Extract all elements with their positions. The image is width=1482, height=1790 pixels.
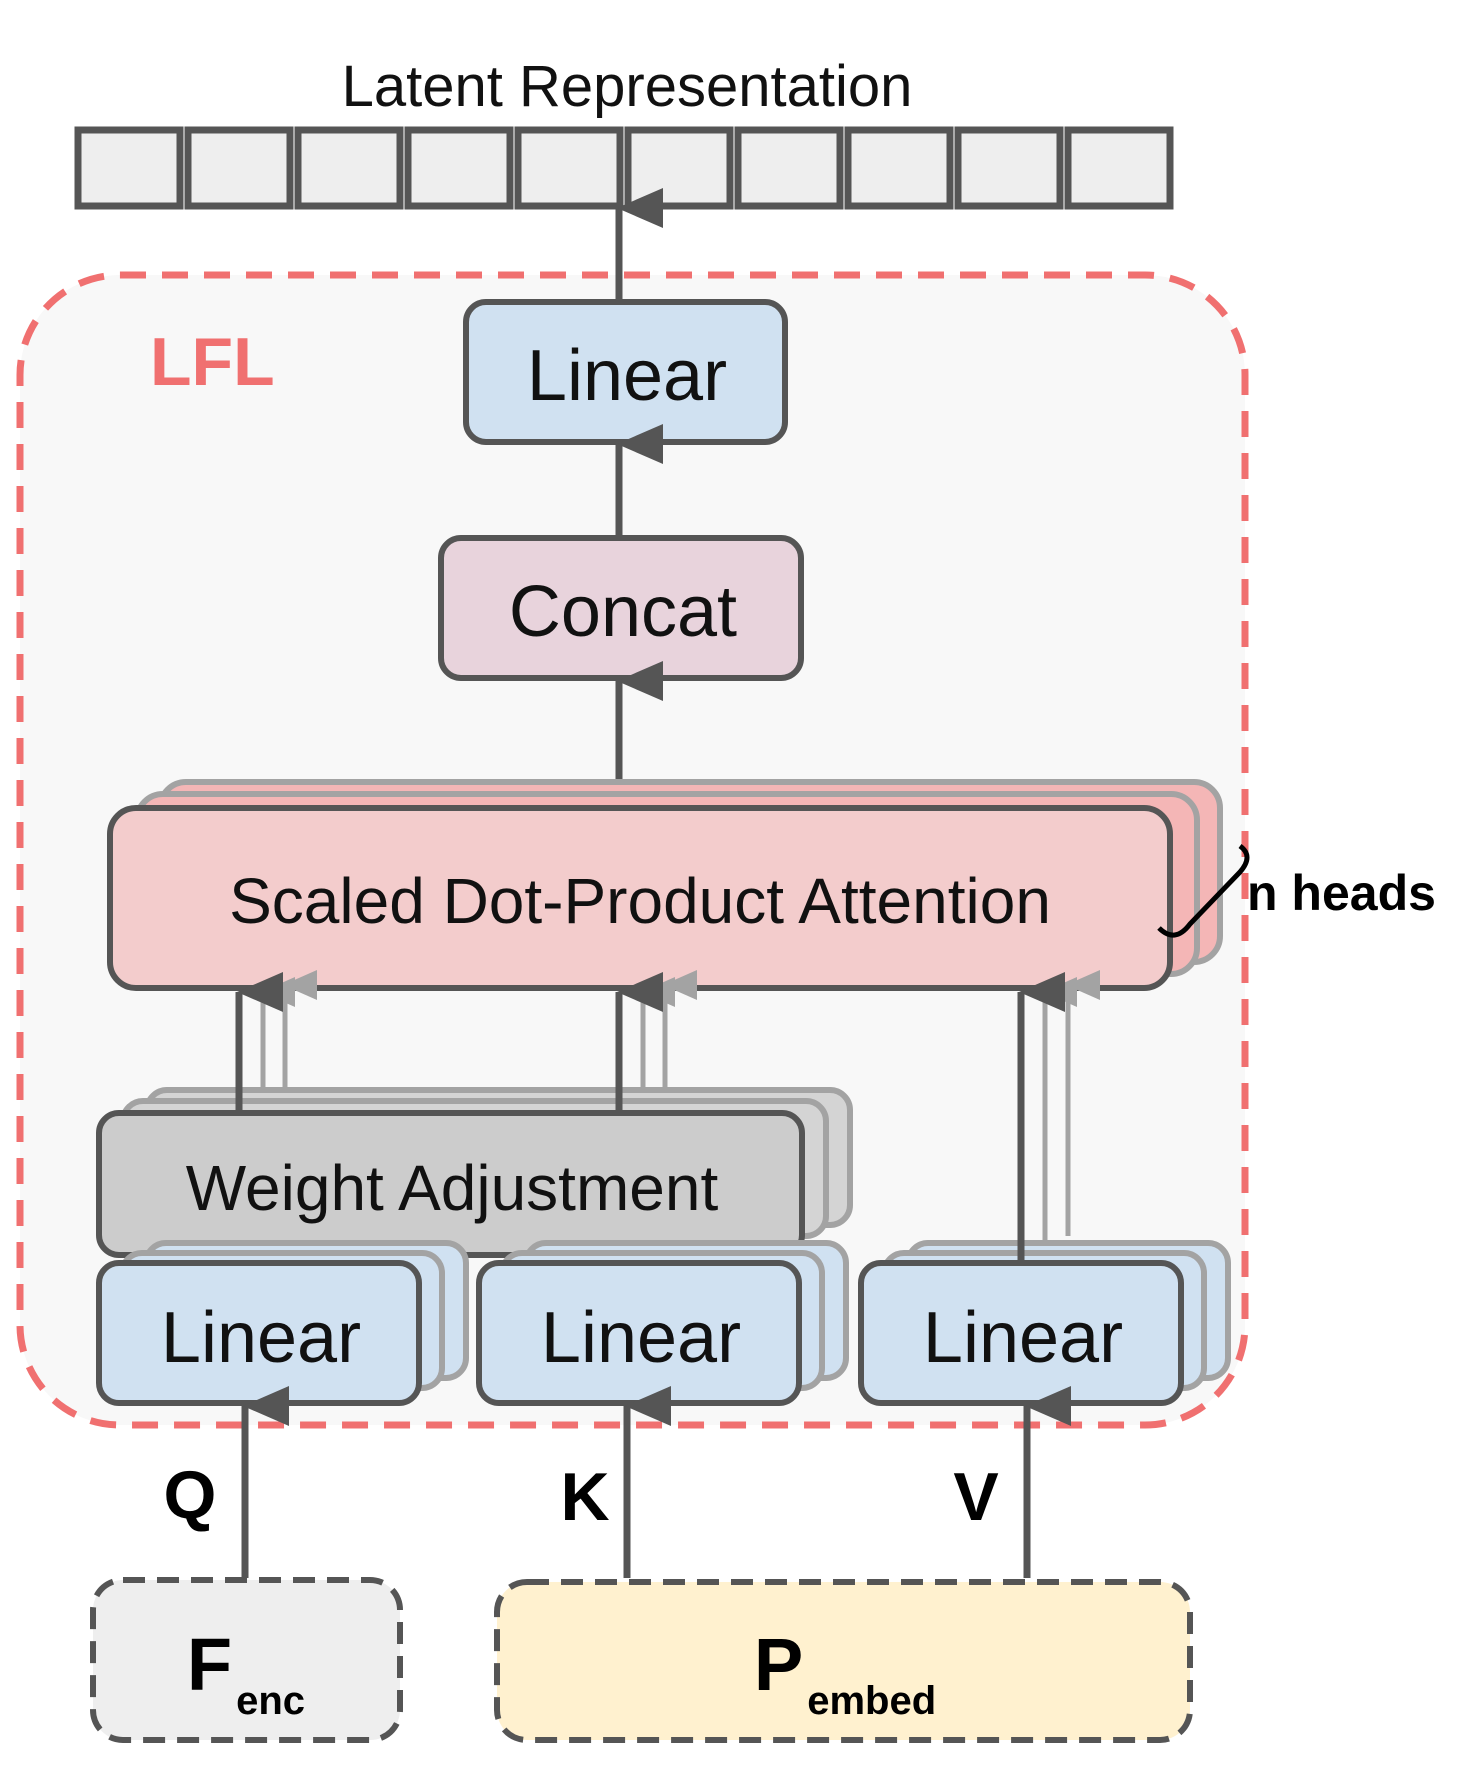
latent-cell [294, 126, 404, 210]
q-label: Q [164, 1457, 217, 1533]
latent-cell [954, 126, 1064, 210]
p-embed-subscript: embed [807, 1679, 936, 1723]
latent-cell [624, 126, 734, 210]
f-enc-subscript: enc [236, 1679, 305, 1723]
linear-v-label: Linear [923, 1298, 1123, 1378]
k-label: K [560, 1459, 609, 1535]
f-enc-main: F [187, 1623, 232, 1706]
linear-k-label: Linear [541, 1298, 741, 1378]
p-embed-input-box [494, 1579, 1193, 1743]
latent-cell [844, 126, 954, 210]
top-linear-label: Linear [527, 336, 727, 416]
latent-cell [404, 126, 514, 210]
heads-brace [1157, 843, 1250, 938]
latent-cell [734, 126, 844, 210]
weight-adjustment-label: Weight Adjustment [186, 1152, 719, 1224]
diagram-title: Latent Representation [342, 54, 913, 119]
latent-cell [74, 126, 184, 210]
concat-label: Concat [509, 572, 737, 652]
latent-cell [514, 126, 624, 210]
lfl-label: LFL [150, 324, 275, 400]
linear-q-label: Linear [161, 1298, 361, 1378]
f-enc-input-box [90, 1577, 403, 1743]
latent-cell [1064, 126, 1174, 210]
heads-label: n heads [1247, 865, 1436, 921]
attention-label: Scaled Dot-Product Attention [229, 865, 1051, 937]
latent-cell [184, 126, 294, 210]
latent-representation-vector [74, 126, 1174, 210]
p-embed-main: P [754, 1623, 803, 1706]
v-label: V [953, 1459, 998, 1535]
